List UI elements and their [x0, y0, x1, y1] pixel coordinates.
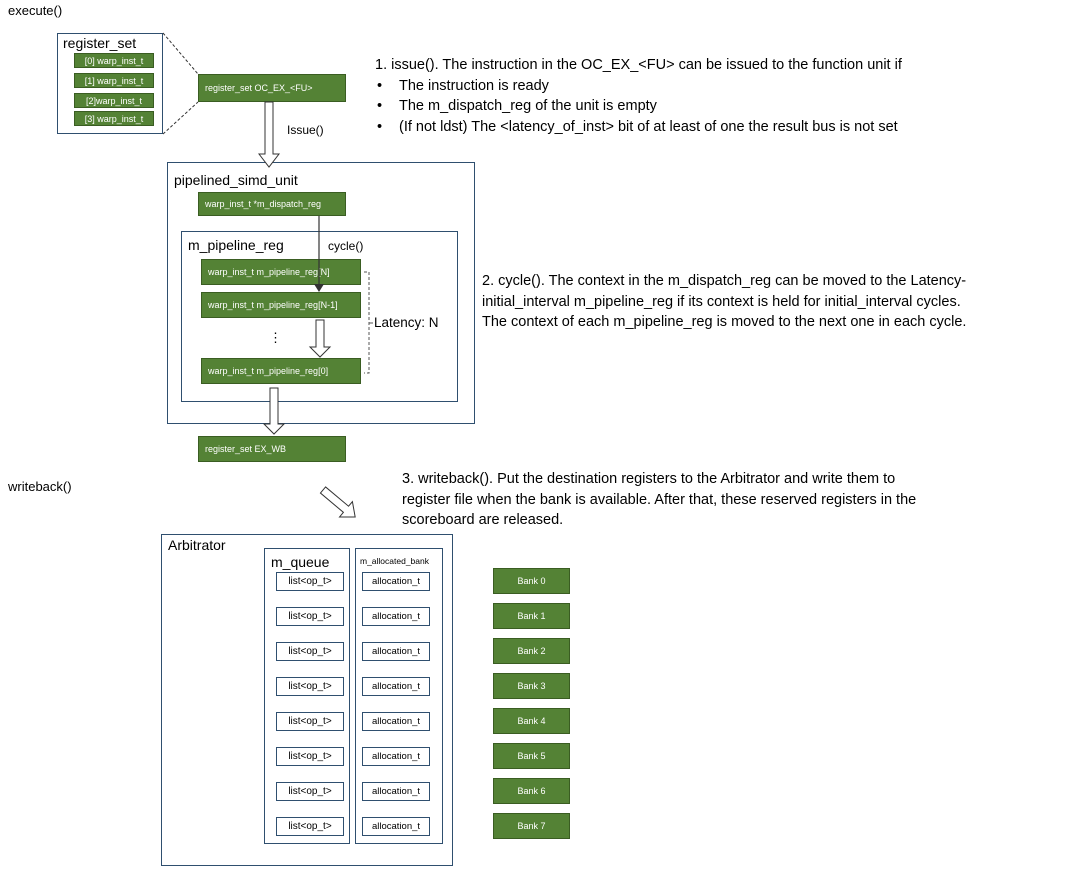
- pipeline-reg-0: warp_inst_t m_pipeline_reg[0]: [201, 358, 361, 384]
- pipeline-block-arrow: [308, 319, 332, 358]
- bank-6: Bank 6: [493, 778, 570, 804]
- desc-issue-bullet: The instruction is ready: [375, 76, 902, 97]
- issue-arrow-label: Issue(): [287, 123, 324, 137]
- alloc-item: allocation_t: [362, 572, 430, 591]
- writeback-label: writeback(): [8, 479, 72, 494]
- bank-2: Bank 2: [493, 638, 570, 664]
- pipelined-unit-title: pipelined_simd_unit: [174, 172, 298, 188]
- bank-0: Bank 0: [493, 568, 570, 594]
- register-set-item-1: [1] warp_inst_t: [74, 73, 154, 88]
- pipeline-reg-n-minus-1: warp_inst_t m_pipeline_reg[N-1]: [201, 292, 361, 318]
- register-set-item-0: [0] warp_inst_t: [74, 53, 154, 68]
- register-set-item-2: [2]warp_inst_t: [74, 93, 154, 108]
- queue-item: list<op_t>: [276, 642, 344, 661]
- queue-item: list<op_t>: [276, 677, 344, 696]
- alloc-item: allocation_t: [362, 642, 430, 661]
- desc-writeback-line: 3. writeback(). Put the destination regi…: [402, 471, 896, 487]
- queue-item: list<op_t>: [276, 817, 344, 836]
- register-set-title: register_set: [63, 35, 137, 51]
- desc-writeback: 3. writeback(). Put the destination regi…: [402, 469, 916, 531]
- execute-label: execute(): [8, 3, 63, 18]
- arbitrator-title: Arbitrator: [168, 537, 226, 553]
- alloc-item: allocation_t: [362, 782, 430, 801]
- ex-wb-box: register_set EX_WB: [198, 436, 346, 462]
- cycle-arrow-head: [314, 284, 324, 292]
- writeback-block-arrow: [319, 486, 356, 518]
- desc-issue-bullet: (If not ldst) The <latency_of_inst> bit …: [375, 117, 902, 138]
- alloc-item: allocation_t: [362, 607, 430, 626]
- alloc-item: allocation_t: [362, 747, 430, 766]
- zoom-dash-bottom: [162, 101, 199, 135]
- register-set-item-3: [3] warp_inst_t: [74, 111, 154, 126]
- pipeline-reg-title: m_pipeline_reg: [188, 237, 284, 253]
- desc-cycle-line: The context of each m_pipeline_reg is mo…: [482, 314, 967, 330]
- queue-item: list<op_t>: [276, 572, 344, 591]
- desc-cycle-line: 2. cycle(). The context in the m_dispatc…: [482, 273, 967, 289]
- queue-item: list<op_t>: [276, 607, 344, 626]
- exwb-block-arrow: [262, 387, 286, 435]
- desc-issue-bullet: The m_dispatch_reg of the unit is empty: [375, 96, 902, 117]
- latency-bracket: [364, 271, 370, 374]
- desc-cycle: 2. cycle(). The context in the m_dispatc…: [482, 271, 966, 333]
- desc-cycle-line: initial_interval m_pipeline_reg if its c…: [482, 293, 961, 310]
- queue-item: list<op_t>: [276, 712, 344, 731]
- pipeline-ellipsis: ⋮: [269, 330, 282, 345]
- cycle-label: cycle(): [328, 239, 364, 253]
- alloc-item: allocation_t: [362, 817, 430, 836]
- alloc-item: allocation_t: [362, 677, 430, 696]
- bank-3: Bank 3: [493, 673, 570, 699]
- pipeline-reg-n: warp_inst_t m_pipeline_reg[N]: [201, 259, 361, 285]
- desc-issue-heading: 1. issue(). The instruction in the OC_EX…: [375, 57, 902, 73]
- queue-item: list<op_t>: [276, 747, 344, 766]
- issue-block-arrow: [257, 101, 281, 168]
- bank-5: Bank 5: [493, 743, 570, 769]
- bank-4: Bank 4: [493, 708, 570, 734]
- m-allocated-bank-title: m_allocated_bank: [360, 556, 429, 566]
- alloc-item: allocation_t: [362, 712, 430, 731]
- oc-ex-box: register_set OC_EX_<FU>: [198, 74, 346, 102]
- bank-1: Bank 1: [493, 603, 570, 629]
- queue-item: list<op_t>: [276, 782, 344, 801]
- desc-writeback-line: register file when the bank is available…: [402, 491, 917, 508]
- m-queue-title: m_queue: [271, 554, 330, 570]
- m-queue-frame: m_queue: [264, 548, 350, 844]
- m-allocated-bank-frame: m_allocated_bank: [355, 548, 443, 844]
- desc-issue: 1. issue(). The instruction in the OC_EX…: [375, 55, 902, 137]
- bank-7: Bank 7: [493, 813, 570, 839]
- zoom-dash-top: [162, 32, 199, 75]
- dispatch-reg-box: warp_inst_t *m_dispatch_reg: [198, 192, 346, 216]
- desc-writeback-line: scoreboard are released.: [402, 512, 564, 528]
- latency-label: Latency: N: [374, 315, 439, 330]
